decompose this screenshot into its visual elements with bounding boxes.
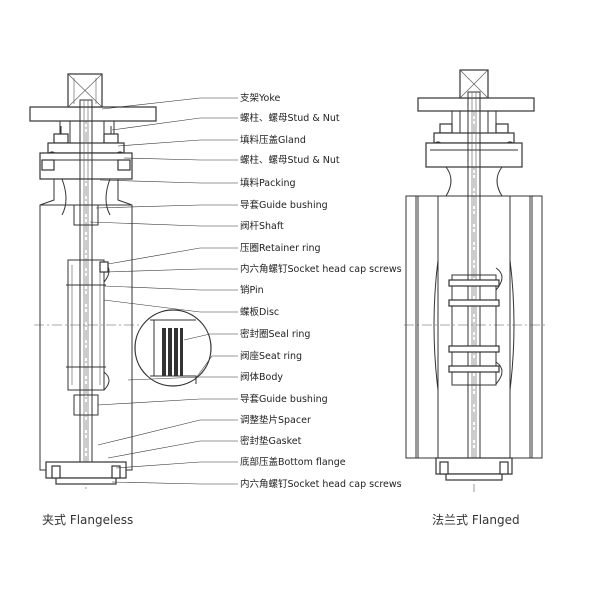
label-guide-bushing-1: 导套Guide bushing	[240, 199, 328, 211]
label-stud-nut-2: 螺柱、螺母Stud & Nut	[240, 154, 340, 166]
label-seat-ring: 阀座Seat ring	[240, 350, 302, 362]
caption-flanged: 法兰式 Flanged	[432, 513, 520, 527]
caption-flangeless: 夹式 Flangeless	[42, 513, 133, 527]
flanged-view	[404, 69, 548, 492]
label-retainer-ring: 压圈Retainer ring	[240, 243, 321, 254]
part-labels: 支架Yoke 螺柱、螺母Stud & Nut 填料压盖Gland 螺柱、螺母St…	[240, 92, 402, 490]
label-disc: 蝶板Disc	[240, 306, 279, 318]
seal-detail	[150, 319, 197, 384]
label-guide-bushing-2: 导套Guide bushing	[240, 393, 328, 405]
leader-lines	[89, 97, 238, 485]
label-gland: 填料压盖Gland	[240, 134, 306, 146]
label-stud-nut-1: 螺柱、螺母Stud & Nut	[240, 112, 340, 124]
label-socket-screws-1: 内六角螺钉Socket head cap screws	[240, 263, 402, 275]
label-pin: 销Pin	[240, 284, 264, 296]
label-yoke: 支架Yoke	[240, 92, 281, 104]
label-body: 阀体Body	[240, 371, 283, 383]
label-spacer: 调整垫片Spacer	[240, 414, 311, 426]
flangeless-view	[29, 73, 238, 492]
label-bottom-flange: 底部压盖Bottom flange	[240, 456, 346, 468]
label-gasket: 密封垫Gasket	[240, 435, 302, 447]
label-seal-ring: 密封圈Seal ring	[240, 328, 310, 340]
label-socket-screws-2: 内六角螺钉Socket head cap screws	[240, 478, 402, 490]
label-packing: 填料Packing	[240, 177, 296, 189]
label-shaft: 阀杆Shaft	[240, 220, 284, 232]
